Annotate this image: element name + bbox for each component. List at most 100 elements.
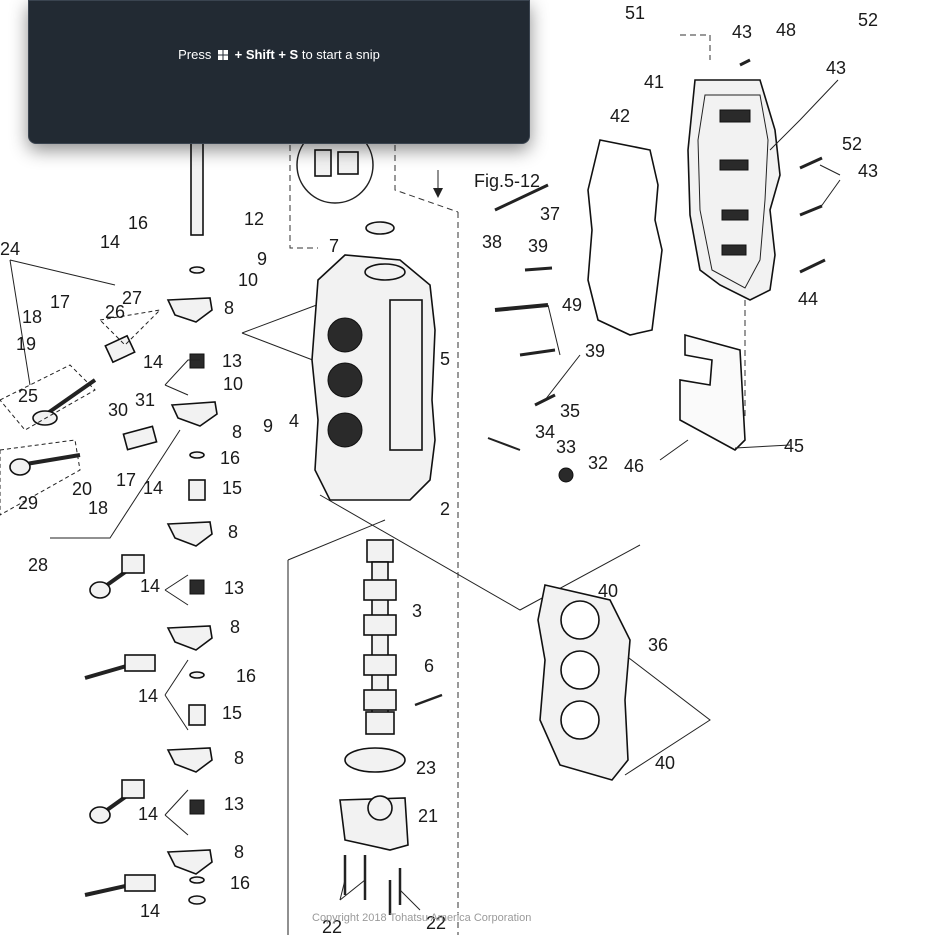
label-37: 37 (540, 204, 560, 224)
label-5: 5 (440, 349, 450, 369)
windows-key-icon (217, 49, 228, 60)
label-45: 45 (784, 436, 804, 456)
valve-assemblies (9, 334, 158, 897)
head-gasket (537, 584, 631, 781)
label-8: 8 (234, 748, 244, 768)
label-34: 34 (535, 422, 555, 442)
label-43: 43 (826, 58, 846, 78)
pump-bolts (343, 855, 402, 915)
label-14: 14 (138, 804, 158, 824)
label-52: 52 (858, 10, 878, 30)
label-21: 21 (418, 806, 438, 826)
label-51: 51 (625, 3, 645, 23)
label-18: 18 (22, 307, 42, 327)
label-30: 30 (108, 400, 128, 420)
label-32: 32 (588, 453, 608, 473)
label-16: 16 (128, 213, 148, 233)
label-25: 25 (18, 386, 38, 406)
label-35: 35 (560, 401, 580, 421)
label-8: 8 (234, 842, 244, 862)
label-43: 43 (732, 22, 752, 42)
label-52: 52 (842, 134, 862, 154)
guide-lines (241, 34, 746, 935)
valve-cover (687, 79, 781, 301)
oil-pump (339, 795, 409, 851)
label-13: 13 (222, 351, 242, 371)
label-40: 40 (598, 581, 618, 601)
label-16: 16 (230, 873, 250, 893)
pump-gasket (344, 747, 406, 773)
label-14: 14 (100, 232, 120, 252)
label-18: 18 (88, 498, 108, 518)
label-19: 19 (16, 334, 36, 354)
label-3: 3 (412, 601, 422, 621)
label-49: 49 (562, 295, 582, 315)
label-42: 42 (610, 106, 630, 126)
cylinder-head (311, 221, 436, 501)
toast-text-suffix: to start a snip (301, 46, 380, 62)
label-22: 22 (322, 917, 342, 935)
snip-toast-message: Press + Shift + S to start a snip (178, 47, 380, 62)
label-41: 41 (644, 72, 664, 92)
label-14: 14 (140, 576, 160, 596)
cover-plate (679, 333, 746, 451)
label-14: 14 (138, 686, 158, 706)
label-27: 27 (122, 288, 142, 308)
label-13: 13 (224, 794, 244, 814)
label-14: 14 (143, 478, 163, 498)
label-14: 14 (143, 352, 163, 372)
label-17: 17 (116, 470, 136, 490)
copyright-text: Copyright 2018 Tohatsu America Corporati… (312, 912, 531, 924)
label-33: 33 (556, 437, 576, 457)
cover-gasket (587, 139, 663, 336)
shaft-spacers (188, 266, 206, 905)
label-7: 7 (329, 236, 339, 256)
leader-lines (0, 79, 841, 911)
label-9: 9 (263, 416, 273, 436)
label-4: 4 (289, 411, 299, 431)
rocker-arms (166, 297, 218, 875)
toast-plus: + (234, 46, 243, 62)
bolts (414, 58, 826, 707)
figure-reference: Fig.5-12 (474, 171, 540, 191)
label-40: 40 (655, 753, 675, 773)
label-9: 9 (257, 249, 267, 269)
camshaft (363, 539, 397, 735)
label-13: 13 (224, 578, 244, 598)
toast-plus: + (278, 46, 286, 62)
label-20: 20 (72, 479, 92, 499)
label-17: 17 (50, 292, 70, 312)
label-26: 26 (105, 302, 125, 322)
label-36: 36 (648, 635, 668, 655)
label-10: 10 (223, 374, 243, 394)
label-24: 24 (0, 239, 20, 259)
snip-toast: Press + Shift + S to start a snip (28, 0, 530, 144)
toast-key-s: S (289, 46, 299, 62)
label-16: 16 (236, 666, 256, 686)
label-2: 2 (440, 499, 450, 519)
label-15: 15 (222, 478, 242, 498)
label-16: 16 (220, 448, 240, 468)
label-31: 31 (135, 390, 155, 410)
label-22: 22 (426, 913, 446, 933)
label-28: 28 (28, 555, 48, 575)
label-8: 8 (224, 298, 234, 318)
label-39: 39 (528, 236, 548, 256)
label-15: 15 (222, 703, 242, 723)
label-43: 43 (858, 161, 878, 181)
label-6: 6 (424, 656, 434, 676)
label-8: 8 (230, 617, 240, 637)
label-8: 8 (232, 422, 242, 442)
rocker-shaft (190, 139, 204, 236)
label-14: 14 (140, 901, 160, 921)
label-8: 8 (228, 522, 238, 542)
label-38: 38 (482, 232, 502, 252)
label-29: 29 (18, 493, 38, 513)
label-44: 44 (798, 289, 818, 309)
label-46: 46 (624, 456, 644, 476)
label-48: 48 (776, 20, 796, 40)
label-12: 12 (244, 209, 264, 229)
label-39: 39 (585, 341, 605, 361)
toast-key-shift: Shift (245, 46, 275, 62)
